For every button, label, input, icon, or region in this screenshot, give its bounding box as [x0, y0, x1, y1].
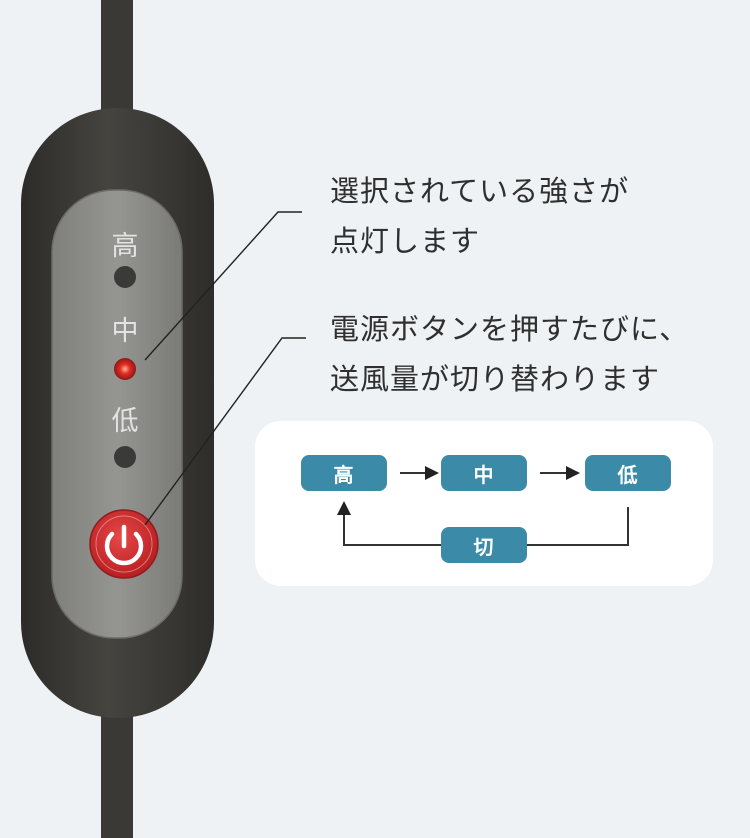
mode-pill-mid: 中	[441, 455, 527, 491]
level-label-low: 低	[112, 406, 139, 437]
callout-led-line-2: 点灯します	[330, 224, 481, 258]
leader-line-button	[144, 337, 306, 526]
power-icon	[104, 524, 144, 566]
mode-pill-low: 低	[585, 455, 671, 491]
callout-button-line-1: 電源ボタンを押すたびに、	[330, 312, 690, 346]
mode-pill-high: 高	[301, 455, 387, 491]
led-low-icon	[114, 446, 136, 468]
power-button[interactable]	[89, 509, 159, 579]
callout-button-line-2: 送風量が切り替わります	[330, 362, 661, 396]
arrowhead-right-icon	[425, 466, 439, 480]
callout-button-description: 電源ボタンを押すたびに、 送風量が切り替わります	[330, 304, 689, 404]
arrow-low-to-off	[527, 507, 629, 546]
mode-pill-off: 切	[441, 527, 527, 563]
arrow-off-to-high	[343, 513, 441, 546]
callout-led-description: 選択されている強さが 点灯します	[330, 166, 629, 266]
leader-line-led	[144, 211, 302, 361]
arrowhead-up-icon	[337, 501, 351, 515]
level-label-high: 高	[112, 231, 139, 262]
cable-bottom	[101, 700, 133, 838]
mode-cycle-arrows	[337, 466, 629, 546]
led-mid-icon	[114, 358, 136, 380]
level-label-mid: 中	[112, 316, 139, 347]
callout-led-line-1: 選択されている強さが	[330, 174, 630, 208]
arrowhead-right-icon	[566, 466, 580, 480]
led-high-icon	[114, 266, 136, 288]
mode-cycle-panel: 高 中 低 切	[255, 421, 713, 586]
